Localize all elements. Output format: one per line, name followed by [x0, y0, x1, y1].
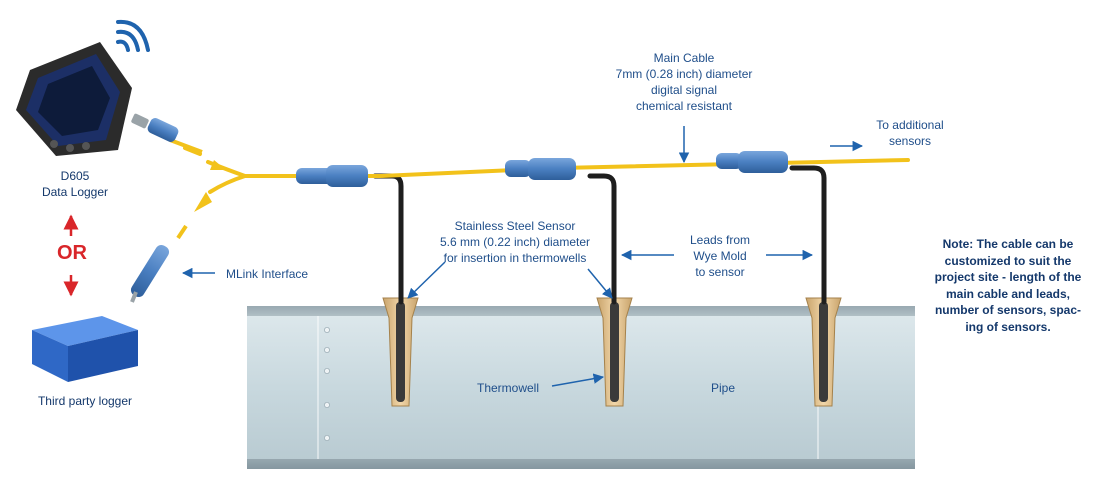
data-logger-device [16, 42, 132, 156]
cable-arrow-down [194, 192, 212, 212]
thermowell-3 [805, 297, 842, 407]
thermowell-2 [596, 297, 633, 407]
third-party-logger-box [32, 316, 138, 382]
sensor-usage: for insertion in thermowells [443, 251, 587, 265]
wye-mold-1 [296, 165, 368, 187]
thermowell-1 [382, 297, 419, 407]
leads-label: Leads from Wye Mold to sensor [674, 232, 766, 280]
to-additional-sensors-label: To additional sensors [860, 117, 960, 149]
wifi-icon [116, 19, 150, 52]
sensor-title: Stainless Steel Sensor [454, 219, 576, 233]
data-logger-name: Data Logger [41, 185, 109, 199]
sensor-diameter: 5.6 mm (0.22 inch) diameter [439, 235, 591, 249]
leads-line1: Leads from [689, 233, 751, 247]
main-cable-chemical: chemical resistant [635, 99, 733, 113]
cable-arrow-up [210, 160, 226, 170]
main-cable-signal: digital signal [650, 83, 718, 97]
main-cable-diameter: 7mm (0.28 inch) diameter [615, 67, 753, 81]
customization-note: Note: The cable can be customized to sui… [934, 237, 1082, 334]
data-logger-label: D605 Data Logger [30, 168, 120, 200]
to-additional-line1: To additional [876, 118, 944, 132]
to-additional-line2: sensors [888, 134, 932, 148]
mlink-interface [130, 224, 188, 303]
pipe-label: Pipe [711, 381, 736, 395]
main-cable-label: Main Cable 7mm (0.28 inch) diameter digi… [599, 50, 769, 114]
pipe-bolts [323, 326, 330, 441]
thermowell-label: Thermowell [477, 381, 540, 395]
leads-line3: to sensor [695, 265, 745, 279]
leads-line2: Wye Mold [693, 249, 747, 263]
annotation-arrows [181, 126, 864, 387]
logger-cable [131, 113, 203, 154]
wye-mold-3 [716, 151, 788, 173]
data-logger-model: D605 [60, 169, 90, 183]
or-label: OR [57, 242, 87, 264]
third-party-logger-label: Third party logger [37, 394, 133, 408]
wye-mold-2 [505, 158, 576, 180]
sensor-label: Stainless Steel Sensor 5.6 mm (0.22 inch… [420, 218, 610, 266]
pipe [247, 306, 915, 469]
main-cable-title: Main Cable [653, 51, 715, 65]
mlink-interface-label: MLink Interface [226, 267, 309, 281]
